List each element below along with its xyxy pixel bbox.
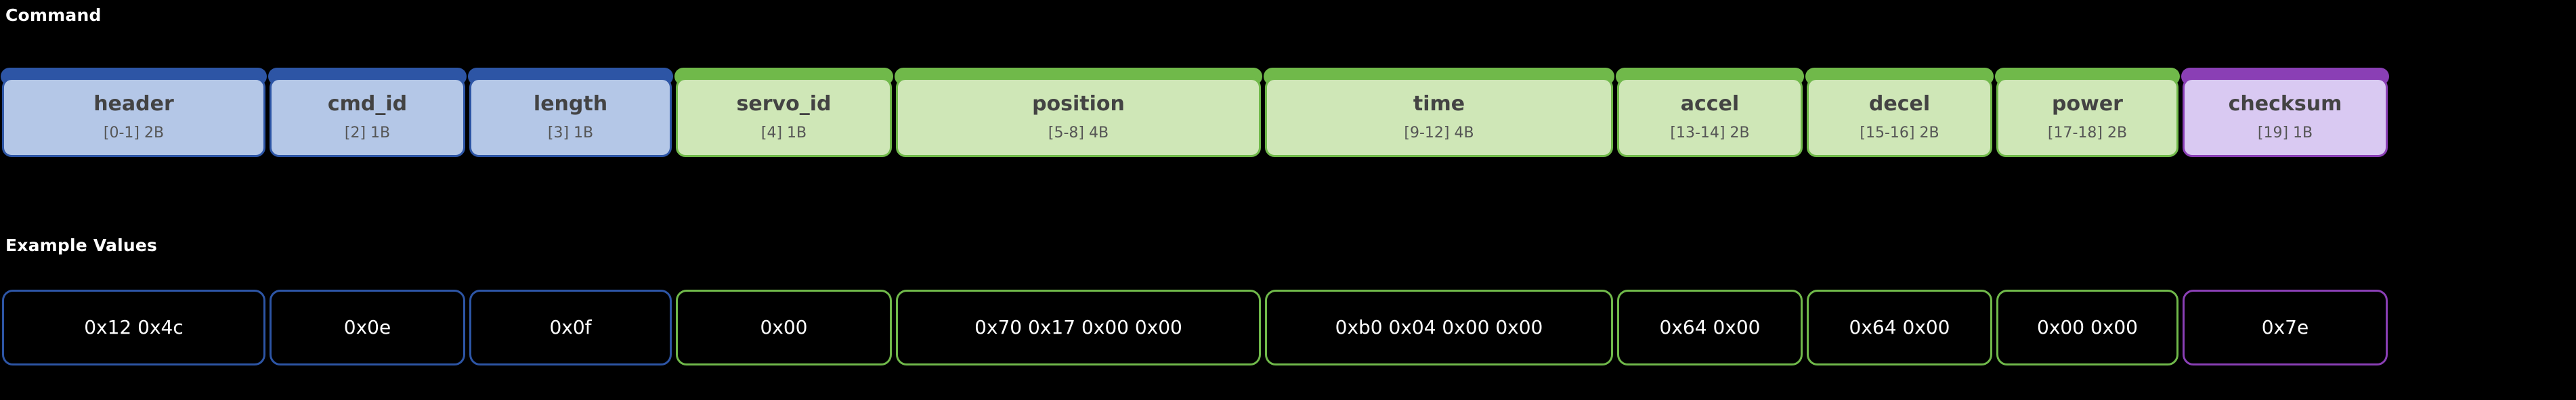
packet-field-length[interactable]: length [3] 1B: [467, 68, 674, 158]
example-value-box-header: 0x12 0x4c: [2, 290, 265, 365]
command-section-title: Command: [5, 5, 102, 25]
example-value-cell-power[interactable]: 0x00 0x00: [1994, 290, 2181, 365]
packet-field-body-position: position [5-8] 4B: [896, 78, 1261, 157]
example-value-cell-accel[interactable]: 0x64 0x00: [1615, 290, 1805, 365]
example-value-text-cmd_id: 0x0e: [343, 316, 391, 338]
example-value-text-length: 0x0f: [549, 316, 592, 338]
example-value-text-decel: 0x64 0x00: [1849, 316, 1950, 338]
packet-field-range-length: [3] 1B: [547, 125, 594, 141]
packet-field-header[interactable]: header [0-1] 2B: [0, 68, 267, 158]
packet-field-body-checksum: checksum [19] 1B: [2183, 78, 2388, 157]
packet-field-body-servo_id: servo_id [4] 1B: [676, 78, 892, 157]
example-values-section-title: Example Values: [5, 236, 158, 255]
packet-field-body-power: power [17-18] 2B: [1996, 78, 2178, 157]
packet-field-range-accel: [13-14] 2B: [1670, 125, 1750, 141]
example-value-box-servo_id: 0x00: [676, 290, 892, 365]
packet-field-name-power: power: [2052, 92, 2123, 116]
packet-field-name-decel: decel: [1868, 92, 1931, 116]
packet-field-range-power: [17-18] 2B: [2047, 125, 2128, 141]
packet-field-position[interactable]: position [5-8] 4B: [894, 68, 1263, 158]
packet-field-body-time: time [9-12] 4B: [1265, 78, 1613, 157]
example-value-text-accel: 0x64 0x00: [1659, 316, 1761, 338]
example-value-box-cmd_id: 0x0e: [270, 290, 465, 365]
example-value-cell-checksum[interactable]: 0x7e: [2181, 290, 2390, 365]
example-value-box-position: 0x70 0x17 0x00 0x00: [896, 290, 1261, 365]
example-value-cell-cmd_id[interactable]: 0x0e: [267, 290, 467, 365]
example-value-box-checksum: 0x7e: [2183, 290, 2388, 365]
packet-field-decel[interactable]: decel [15-16] 2B: [1805, 68, 1994, 158]
example-values-row: 0x12 0x4c 0x0e 0x0f 0x00 0x70 0x17 0x00 0x00…: [0, 290, 2576, 365]
packet-field-body-header: header [0-1] 2B: [2, 78, 265, 157]
example-value-cell-time[interactable]: 0xb0 0x04 0x00 0x00: [1263, 290, 1615, 365]
example-value-box-power: 0x00 0x00: [1996, 290, 2178, 365]
packet-field-name-time: time: [1413, 92, 1465, 116]
example-value-text-servo_id: 0x00: [760, 316, 808, 338]
packet-field-servo_id[interactable]: servo_id [4] 1B: [674, 68, 894, 158]
packet-field-name-position: position: [1032, 92, 1125, 116]
packet-field-range-servo_id: [4] 1B: [760, 125, 807, 141]
packet-field-time[interactable]: time [9-12] 4B: [1263, 68, 1615, 158]
packet-field-name-length: length: [533, 92, 608, 116]
packet-field-name-servo_id: servo_id: [736, 92, 832, 116]
packet-field-name-accel: accel: [1680, 92, 1740, 116]
example-value-cell-servo_id[interactable]: 0x00: [674, 290, 894, 365]
packet-field-range-cmd_id: [2] 1B: [344, 125, 391, 141]
packet-field-cmd_id[interactable]: cmd_id [2] 1B: [267, 68, 467, 158]
packet-field-name-header: header: [93, 92, 174, 116]
packet-field-range-header: [0-1] 2B: [103, 125, 165, 141]
example-value-text-time: 0xb0 0x04 0x00 0x00: [1335, 316, 1543, 338]
packet-field-body-decel: decel [15-16] 2B: [1807, 78, 1992, 157]
example-value-box-decel: 0x64 0x00: [1807, 290, 1992, 365]
packet-field-power[interactable]: power [17-18] 2B: [1994, 68, 2181, 158]
example-value-text-checksum: 0x7e: [2261, 316, 2309, 338]
example-value-text-position: 0x70 0x17 0x00 0x00: [974, 316, 1182, 338]
example-value-box-length: 0x0f: [469, 290, 672, 365]
packet-field-accel[interactable]: accel [13-14] 2B: [1615, 68, 1805, 158]
example-value-cell-length[interactable]: 0x0f: [467, 290, 674, 365]
example-value-text-header: 0x12 0x4c: [84, 316, 184, 338]
example-value-box-time: 0xb0 0x04 0x00 0x00: [1265, 290, 1613, 365]
example-value-cell-decel[interactable]: 0x64 0x00: [1805, 290, 1994, 365]
packet-field-name-checksum: checksum: [2228, 92, 2342, 116]
example-value-cell-header[interactable]: 0x12 0x4c: [0, 290, 267, 365]
packet-field-body-accel: accel [13-14] 2B: [1617, 78, 1803, 157]
command-packet-row: header [0-1] 2B cmd_id [2] 1B length [3] 1B se…: [0, 68, 2576, 158]
packet-field-checksum[interactable]: checksum [19] 1B: [2181, 68, 2390, 158]
packet-field-body-cmd_id: cmd_id [2] 1B: [270, 78, 465, 157]
packet-field-name-cmd_id: cmd_id: [327, 92, 408, 116]
packet-field-range-decel: [15-16] 2B: [1860, 125, 1939, 141]
packet-field-body-length: length [3] 1B: [469, 78, 672, 157]
packet-field-range-checksum: [19] 1B: [2257, 125, 2313, 141]
packet-field-range-position: [5-8] 4B: [1048, 125, 1109, 141]
example-value-box-accel: 0x64 0x00: [1617, 290, 1803, 365]
packet-field-range-time: [9-12] 4B: [1404, 125, 1474, 141]
example-value-cell-position[interactable]: 0x70 0x17 0x00 0x00: [894, 290, 1263, 365]
example-value-text-power: 0x00 0x00: [2037, 316, 2138, 338]
